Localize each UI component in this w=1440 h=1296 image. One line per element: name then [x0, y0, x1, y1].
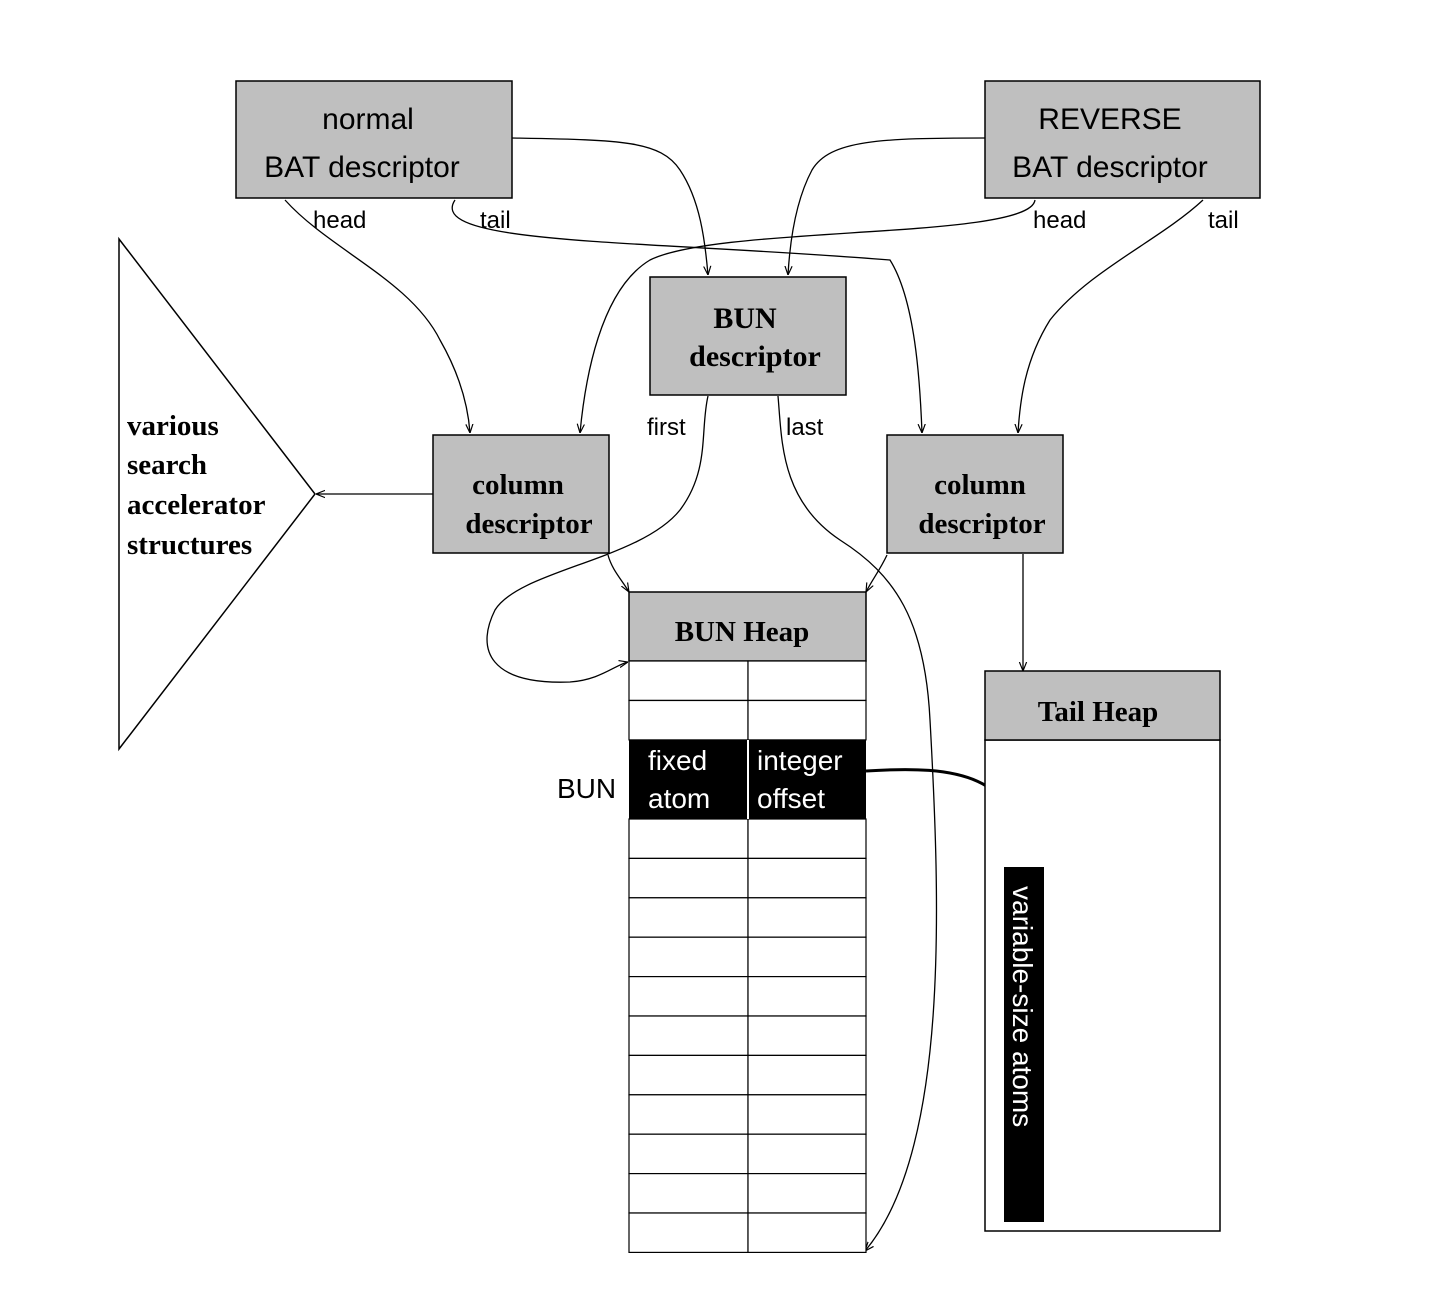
heap-cell — [628, 1133, 749, 1175]
heap-cell — [628, 1172, 749, 1214]
variable-size-atoms-label: variable-size atoms — [1007, 886, 1038, 1127]
normal-bat-line2: BAT descriptor — [264, 151, 460, 184]
bun-descriptor-line1: BUN — [713, 302, 777, 335]
heap-cell — [628, 1015, 749, 1057]
edge-reverse-tail-to-right-column — [1018, 199, 1204, 433]
heap-cell — [628, 660, 749, 702]
heap-cell — [628, 857, 749, 899]
bun-offset-line1: integer — [757, 745, 843, 776]
heap-cell — [628, 1212, 749, 1254]
bun-fixed-line2: atom — [648, 783, 710, 814]
normal-bat-line1: normal — [322, 103, 414, 136]
column-left-line1: column — [472, 469, 564, 501]
normal-bat-descriptor: normal BAT descriptor — [235, 80, 513, 199]
accelerator-line3: accelerator — [127, 489, 266, 521]
bun-offset-line2: offset — [757, 783, 825, 814]
edge-right-column-to-bun-heap — [866, 554, 888, 592]
heap-cell — [628, 936, 749, 978]
heap-cell — [747, 936, 867, 978]
heap-cell — [747, 1172, 867, 1214]
heap-cell — [747, 1015, 867, 1057]
bun-descriptor-line2: descriptor — [689, 340, 821, 373]
bun-row-label: BUN — [557, 773, 616, 804]
variable-size-atoms: variable-size atoms — [1004, 867, 1044, 1222]
bun-row: fixed atom integer offset — [629, 740, 866, 819]
heap-cell — [747, 1094, 867, 1135]
tail-heap-title: Tail Heap — [1038, 696, 1159, 728]
accelerator-line4: structures — [127, 529, 252, 561]
edge-left-column-to-bun-heap — [607, 554, 629, 592]
bun-heap-rows — [628, 660, 867, 1254]
heap-cell — [628, 1054, 749, 1096]
bun-heap: BUN Heap fixed atom integer offset BUN — [557, 591, 867, 1254]
heap-cell — [628, 818, 749, 860]
label-normal-head: head — [313, 207, 366, 234]
heap-cell — [747, 857, 867, 899]
column-right-line1: column — [934, 469, 1026, 501]
edge-bun-first-to-heap — [486, 395, 709, 683]
accelerator-line2: search — [127, 449, 207, 481]
column-left-line2: descriptor — [465, 508, 592, 540]
search-accelerator-structures: various search accelerator structures — [118, 236, 316, 752]
edge-normal-tail-to-right-column — [451, 199, 922, 433]
tail-heap: Tail Heap variable-size atoms — [984, 670, 1221, 1232]
heap-cell — [747, 699, 867, 741]
label-reverse-head: head — [1033, 207, 1086, 234]
heap-cell — [747, 1054, 867, 1096]
edge-normal-head-to-left-column — [284, 199, 470, 433]
label-bun-last: last — [786, 414, 824, 441]
bun-descriptor: BUN descriptor — [649, 276, 847, 396]
column-descriptor-left: column descriptor — [432, 434, 610, 554]
label-reverse-tail: tail — [1208, 207, 1239, 234]
heap-cell — [747, 818, 867, 860]
label-normal-tail: tail — [480, 207, 511, 234]
heap-cell — [628, 897, 749, 938]
bun-heap-title: BUN Heap — [675, 616, 810, 648]
heap-cell — [628, 975, 749, 1017]
heap-cell — [747, 660, 867, 702]
column-descriptor-right: column descriptor — [886, 434, 1064, 554]
reverse-bat-descriptor: REVERSE BAT descriptor — [984, 80, 1261, 199]
reverse-bat-line2: BAT descriptor — [1012, 151, 1208, 184]
column-right-line2: descriptor — [918, 508, 1045, 540]
heap-cell — [747, 897, 867, 938]
label-bun-first: first — [647, 414, 686, 441]
reverse-bat-line1: REVERSE — [1038, 103, 1181, 136]
bun-fixed-line1: fixed — [648, 745, 707, 776]
edge-reverse-head-to-left-column — [580, 199, 1036, 433]
heap-cell — [747, 1133, 867, 1175]
heap-cell — [628, 1094, 749, 1135]
edge-bun-last-to-heap-end — [777, 395, 938, 1251]
heap-cell — [628, 699, 749, 741]
heap-cell — [747, 1212, 867, 1254]
accelerator-line1: various — [127, 410, 219, 442]
edge-normal-to-bun-descriptor — [511, 137, 708, 275]
heap-cell — [747, 975, 867, 1017]
